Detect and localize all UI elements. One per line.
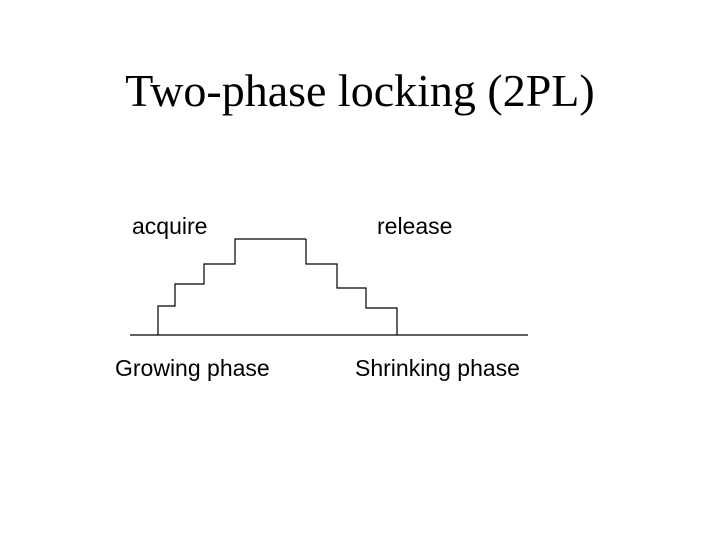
slide-title: Two-phase locking (2PL) bbox=[125, 65, 595, 116]
growing-staircase bbox=[157, 238, 306, 335]
release-label: release bbox=[377, 213, 453, 239]
shrinking-staircase bbox=[305, 239, 398, 335]
acquire-label: acquire bbox=[132, 213, 208, 239]
shrinking-phase-label: Shrinking phase bbox=[355, 355, 520, 381]
growing-phase-label: Growing phase bbox=[115, 355, 270, 381]
